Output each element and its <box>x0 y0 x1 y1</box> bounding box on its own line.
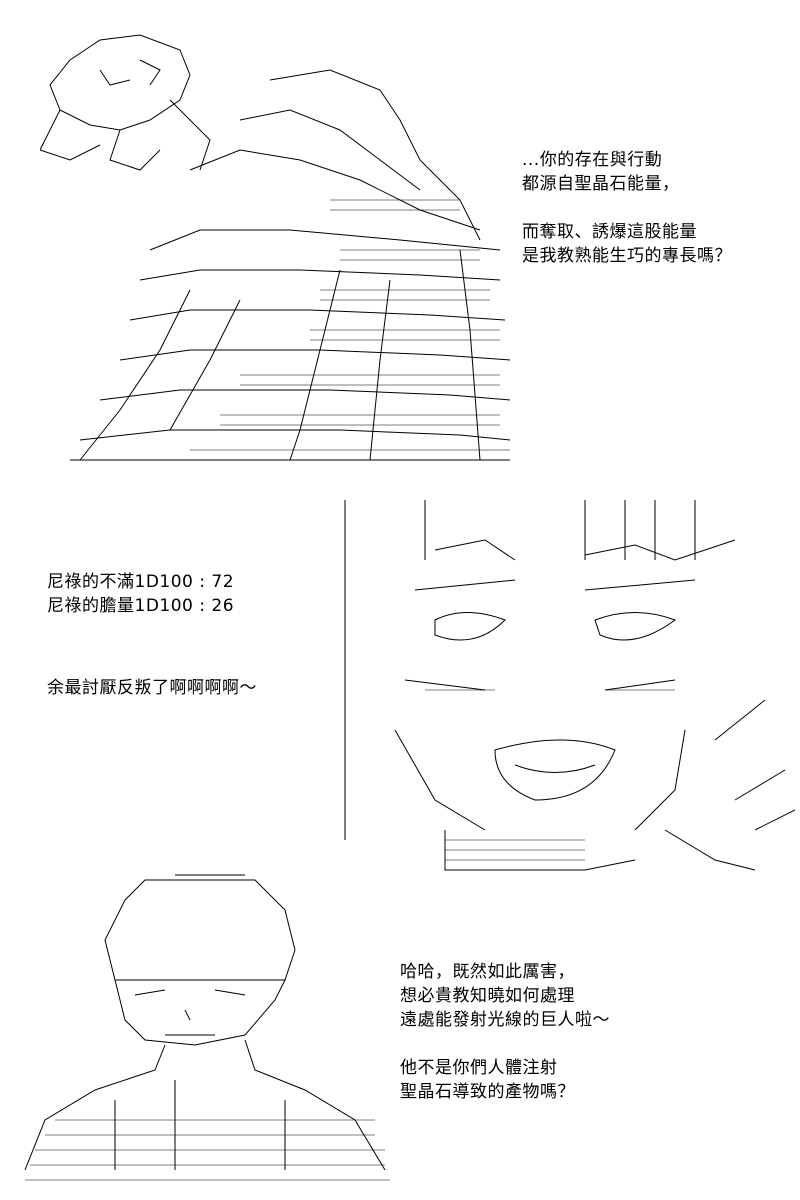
dialogue-line: 都源自聖晶石能量， <box>522 174 680 194</box>
panel-3: 哈哈，既然如此厲害， 想必貴教知曉如何處理 遠處能發射光線的巨人啦～ 他不是你們… <box>0 865 800 1200</box>
panel-1-dialogue: ...你的存在與行動 都源自聖晶石能量， 而奪取、誘爆這股能量 是我教熟能生巧的… <box>522 148 732 268</box>
dialogue-line: 哈哈，既然如此厲害， <box>400 962 575 982</box>
stat-line: 尼祿的膽量1D100 : 26 <box>47 596 235 616</box>
dialogue-line: 余最討厭反叛了啊啊啊啊～ <box>47 678 257 698</box>
panel-2-dialogue: 余最討厭反叛了啊啊啊啊～ <box>47 676 257 700</box>
dialogue-gap <box>522 196 732 220</box>
dialogue-line: 是我教熟能生巧的專長嗎？ <box>522 246 732 266</box>
dialogue-gap <box>400 1032 610 1056</box>
face-closeup-art <box>335 500 795 895</box>
dialogue-line: 遠處能發射光線的巨人啦～ <box>400 1010 610 1030</box>
dialogue-line: 想必貴教知曉如何處理 <box>400 986 575 1006</box>
panel-3-dialogue: 哈哈，既然如此厲害， 想必貴教知曉如何處理 遠處能發射光線的巨人啦～ 他不是你們… <box>400 960 610 1104</box>
figure-art-robed-bird <box>40 30 520 470</box>
bust-figure-art <box>15 870 395 1190</box>
dialogue-line: 而奪取、誘爆這股能量 <box>522 222 697 242</box>
stat-line: 尼祿的不滿1D100 : 72 <box>47 572 235 592</box>
dialogue-line: 他不是你們人體注射 <box>400 1058 558 1078</box>
dialogue-line: 聖晶石導致的產物嗎？ <box>400 1082 575 1102</box>
panel-1: ...你的存在與行動 都源自聖晶石能量， 而奪取、誘爆這股能量 是我教熟能生巧的… <box>0 0 800 470</box>
dialogue-line: ...你的存在與行動 <box>522 150 663 170</box>
dice-stats: 尼祿的不滿1D100 : 72 尼祿的膽量1D100 : 26 <box>47 570 234 618</box>
panel-2: 尼祿的不滿1D100 : 72 尼祿的膽量1D100 : 26 余最討厭反叛了啊… <box>0 490 800 871</box>
